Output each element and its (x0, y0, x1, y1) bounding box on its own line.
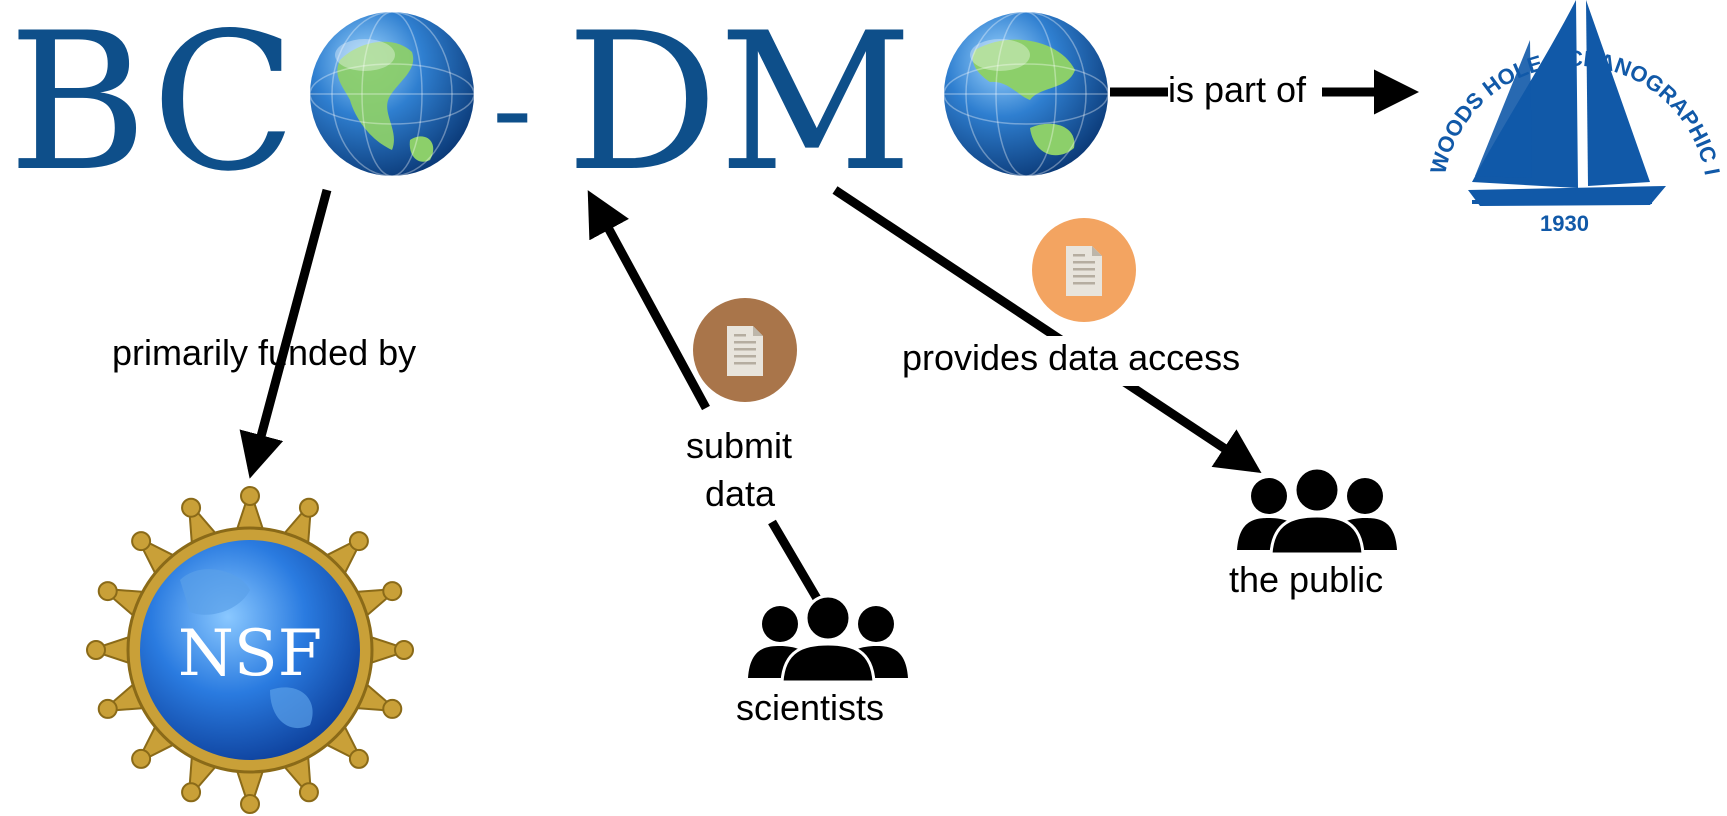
edge-label-submit: submit (686, 425, 792, 466)
whoi-year: 1930 (1540, 211, 1589, 236)
nsf-globe-seal-icon: NSF (86, 486, 414, 814)
nsf-ray-tip (86, 640, 106, 660)
nsf-text: NSF (178, 617, 322, 691)
nsf-ray-tip (382, 581, 403, 602)
scientists-label: scientists (736, 687, 884, 728)
nsf-ray-tip (394, 640, 414, 660)
nsf-ray-tip (240, 794, 260, 814)
nsf-ray-tip (131, 748, 152, 769)
logo-text-dm: DM (566, 0, 913, 213)
group-people-icon (1235, 466, 1399, 556)
nsf-ray-tip (181, 782, 202, 803)
group-people-icon (746, 594, 910, 684)
nsf-ray-tip (298, 497, 319, 518)
edge-submit-data: submit data (587, 190, 823, 605)
logo-text-bc: BC (8, 0, 297, 213)
bco-dmo-logo: BC - DM (8, 0, 1109, 213)
document-icon-access (1032, 218, 1136, 322)
sailboat-icon (1468, 0, 1666, 206)
nsf-ray-tip (348, 531, 369, 552)
edge-is-part-of: is part of (1110, 69, 1419, 115)
globe-asia-icon (943, 11, 1109, 177)
nsf-ray-tip (240, 486, 260, 506)
edge-label-primarily-funded-by: primarily funded by (112, 332, 416, 373)
nsf-ray-tip (181, 497, 202, 518)
nsf-ray-tip (298, 782, 319, 803)
public-label: the public (1229, 559, 1383, 600)
public-node: the public (1229, 466, 1399, 600)
scientists-node: scientists (736, 594, 910, 728)
nsf-ray-tip (97, 581, 118, 602)
nsf-ray-tip (348, 748, 369, 769)
edge-primarily-funded-by: primarily funded by (112, 188, 416, 479)
edge-label-data: data (705, 473, 776, 514)
document-icon-submit (693, 298, 797, 402)
nsf-ray-tip (131, 531, 152, 552)
nsf-ray-tip (97, 698, 118, 719)
nsf-ray-tip (382, 698, 403, 719)
edge-label-provides-data-access: provides data access (902, 337, 1240, 378)
edge-provides-data-access: provides data access (832, 186, 1285, 473)
globe-americas-icon (309, 11, 475, 177)
logo-dash: - (492, 40, 533, 179)
edge-label-is-part-of: is part of (1168, 69, 1307, 110)
